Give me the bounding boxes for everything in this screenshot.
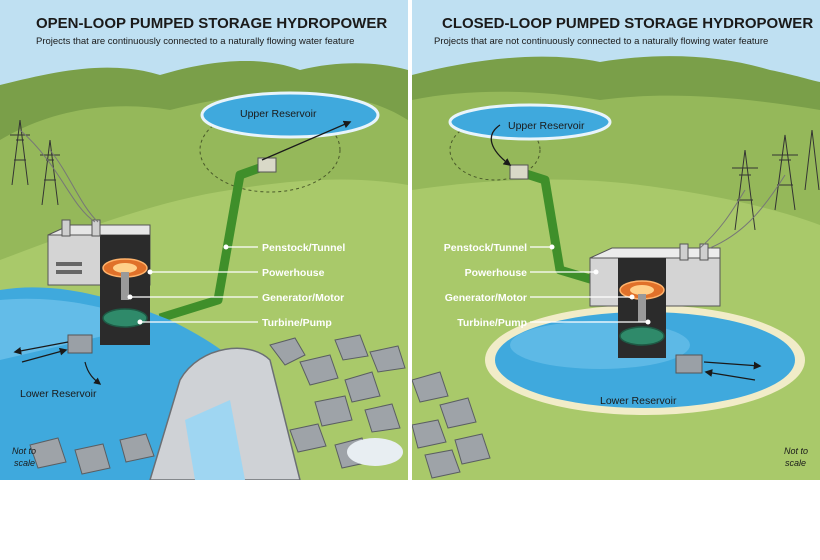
penstock-pipe-right: [518, 167, 602, 287]
powerhouse-label-right: Powerhouse: [465, 267, 528, 279]
inflow-arrow: [21, 347, 68, 363]
rock-pile-right: [412, 371, 491, 479]
upper-reservoir-label: Upper Reservoir: [240, 108, 317, 120]
left-title: OPEN-LOOP PUMPED STORAGE HYDROPOWER: [36, 15, 387, 32]
transmission-towers: [10, 119, 99, 223]
scale-note-line1-right: Not to: [784, 446, 808, 456]
upper-outline-dashed: [199, 107, 341, 193]
leader-dots-left: [127, 244, 229, 325]
penstock-label-right: Penstock/Tunnel: [444, 242, 527, 254]
turbine-label: Turbine/Pump: [262, 317, 332, 329]
powerhouse-label: Powerhouse: [262, 267, 325, 279]
outflow-arrow-right: [703, 361, 762, 370]
outflow-arrow: [13, 341, 69, 355]
upper-reservoir-label-right: Upper Reservoir: [508, 120, 585, 132]
upper-flow-arrow: [261, 120, 352, 161]
lower-reservoir-label-right: Lower Reservoir: [600, 395, 677, 407]
transmission-towers-right: [699, 129, 820, 249]
right-subtitle: Projects that are not continuously conne…: [434, 36, 768, 47]
powerhouse-building-right: [589, 243, 721, 358]
scale-note-line1: Not to: [12, 446, 36, 456]
lower-reservoir-label: Lower Reservoir: [20, 388, 97, 400]
turbine-label-right: Turbine/Pump: [457, 317, 527, 329]
upper-reservoir-water: [200, 91, 380, 139]
powerhouse-building: [47, 219, 151, 345]
generator-label: Generator/Motor: [262, 292, 344, 304]
scale-note-line2-right: scale: [785, 458, 806, 468]
inflow-arrow-right: [704, 369, 756, 381]
leader-dots-right: [549, 244, 651, 325]
spray-cloud: [347, 438, 403, 466]
rock-pile: [29, 334, 406, 475]
upper-outline-dashed-right: [449, 119, 541, 181]
label-leaders-left: [130, 246, 258, 323]
closed-loop-panel: Penstock/Tunnel Powerhouse Generator/Mot…: [412, 0, 820, 480]
spillway-water: [185, 400, 245, 480]
penstock-label: Penstock/Tunnel: [262, 242, 345, 254]
outlet-structure-right: [675, 354, 703, 374]
penstock-pipe: [158, 160, 270, 323]
label-leaders-right: [530, 246, 648, 323]
panel-divider: [408, 0, 412, 480]
generator-label-right: Generator/Motor: [445, 292, 527, 304]
intake-structure-right: [509, 164, 529, 180]
scale-note-line2: scale: [14, 458, 35, 468]
open-loop-panel: Penstock/Tunnel Powerhouse Generator/Mot…: [0, 0, 408, 480]
left-subtitle: Projects that are continuously connected…: [36, 36, 354, 47]
upper-flow-arrow-right: [490, 124, 512, 166]
intake-structure: [257, 157, 277, 173]
right-title: CLOSED-LOOP PUMPED STORAGE HYDROPOWER: [442, 15, 813, 32]
lower-curve-arrow: [84, 361, 102, 385]
outlet-structure: [67, 334, 93, 354]
upper-reservoir-water-right: [448, 103, 612, 141]
